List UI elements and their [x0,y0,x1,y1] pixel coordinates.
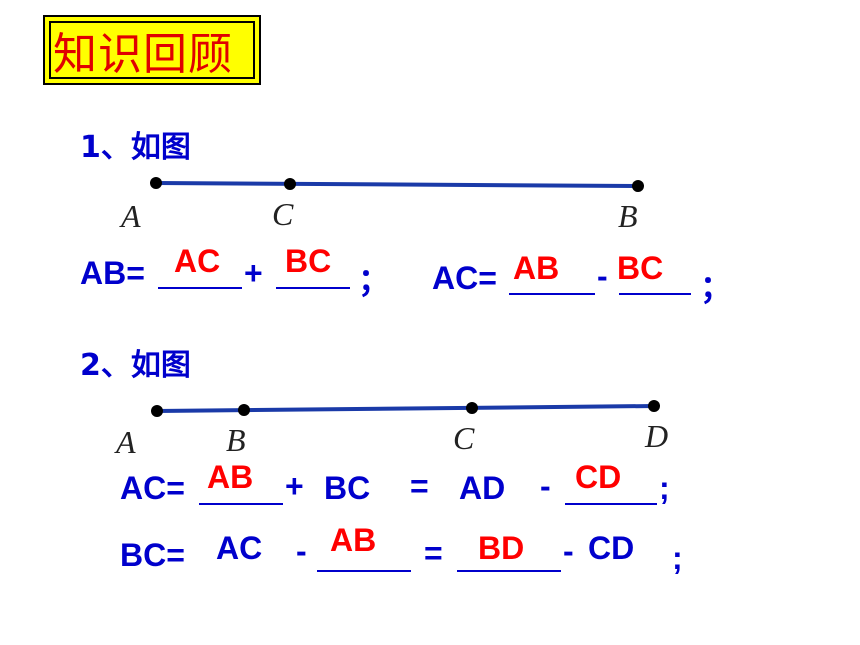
q1-eq2-lhs: AC= [432,260,497,296]
q1-eq1-blank-2 [276,287,350,289]
q2-eq1-term-ad: AD [459,470,506,506]
page-title: 知识回顾 [53,29,233,80]
q2-heading: 2、如图 [80,348,191,383]
q2-label-a: A [116,424,136,460]
q1-eq2-answer-1: AB [513,250,560,286]
q2-label-b: B [226,422,246,458]
q2-eq2-minus-2: - [563,533,574,569]
q1-label-c: C [272,196,294,232]
q1-eq2-blank-1 [509,293,595,295]
q2-eq2-term-cd: CD [588,530,635,566]
q2-eq1-plus: + [285,468,304,504]
q1-label-b: B [618,198,638,234]
q1-eq1-lhs: AB= [80,255,145,291]
q2-eq2-blank-1 [317,570,411,572]
q2-point-d [648,400,660,412]
q1-heading: 1、如图 [80,130,191,165]
q1-eq2-answer-2: BC [617,250,664,286]
q2-eq2-term-ac: AC [216,530,263,566]
q1-eq1-answer-2: BC [285,243,332,279]
q1-eq2-blank-2 [619,293,691,295]
q2-eq2-answer-2: BD [478,530,525,566]
q2-point-c [466,402,478,414]
q2-eq2-end: ; [672,540,683,576]
q1-eq1-end: ； [358,262,391,298]
q2-eq2-answer-1: AB [330,522,377,558]
q1-segment-line [155,181,639,188]
q1-eq1-answer-1: AC [174,243,221,279]
q2-eq1-answer-1: AB [207,459,254,495]
title-box [43,15,261,85]
q1-point-a [150,177,162,189]
q2-eq1-lhs: AC= [120,470,185,506]
q1-point-b [632,180,644,192]
q2-eq1-minus: - [540,468,551,504]
q1-point-c [284,178,296,190]
q2-eq1-blank-1 [199,503,283,505]
q2-eq1-end: ; [659,470,670,506]
q2-point-a [151,405,163,417]
q1-label-a: A [121,198,141,234]
q2-point-b [238,404,250,416]
q2-segment-line [156,404,655,413]
q1-eq2-minus: - [597,258,608,294]
q1-eq1-blank-1 [158,287,242,289]
q1-eq2-end: ； [700,269,733,305]
q2-eq1-answer-2: CD [575,459,622,495]
q2-eq2-blank-2 [457,570,561,572]
q1-eq1-plus: + [244,255,263,291]
q2-label-c: C [453,420,475,456]
q2-eq2-lhs: BC= [120,537,185,573]
q2-eq2-equals: = [424,535,443,571]
q2-eq1-equals: = [410,468,429,504]
q2-eq2-minus-1: - [296,533,307,569]
q2-label-d: D [645,418,669,454]
q2-eq1-term-bc: BC [324,470,371,506]
q2-eq1-blank-2 [565,503,657,505]
